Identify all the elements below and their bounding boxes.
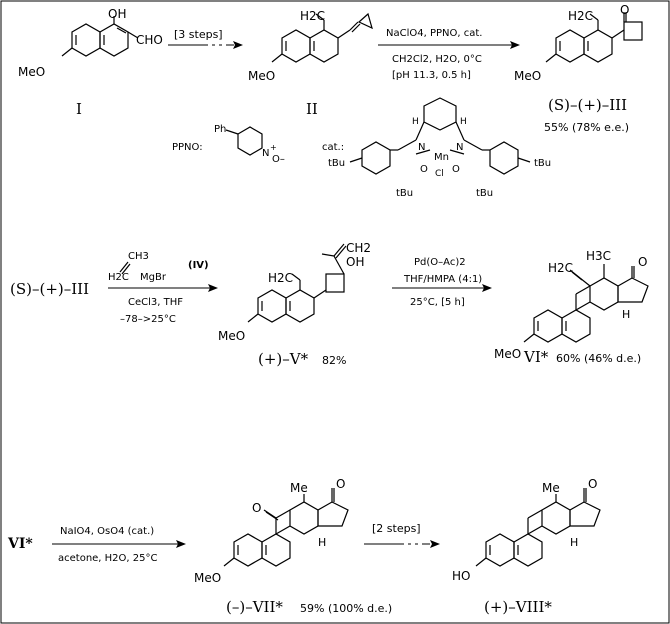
compound-III: H2C O MeO (S)–(+)–III 55% (78% e.e.)	[514, 3, 643, 134]
ppno-phenyl: Ph	[214, 124, 226, 135]
exo-methylene-label: H2C	[548, 261, 573, 275]
reagent-line-3: [pH 11.3, 0.5 h]	[392, 70, 471, 81]
methoxy-label: MeO	[494, 347, 521, 361]
cat-o-right: O	[452, 164, 460, 175]
start-compound-III: (S)–(+)–III	[10, 280, 89, 298]
reagent-steps: [3 steps]	[174, 28, 223, 41]
compound-VIII: Me O H HO (+)–VIII*	[452, 477, 601, 616]
reagent-line-1: NaClO4, PPNO, cat.	[386, 28, 482, 39]
compound-label: (–)–VII*	[226, 598, 283, 616]
ppno-plus: +	[270, 143, 277, 152]
vinyl-label: H2C	[568, 9, 593, 23]
cat-tbu-1: tBu	[328, 158, 345, 169]
cat-chloride: Cl	[435, 169, 444, 179]
catalyst-structure: cat.: H H N N Mn Cl O O tBu tBu tBu tBu	[322, 97, 551, 199]
vinyl-label: H2C	[300, 9, 325, 23]
cat-h-left: H	[412, 117, 419, 127]
oh-label: OH	[108, 7, 126, 21]
ppno-structure: PPNO: Ph N + O–	[172, 124, 285, 165]
reaction-arrow-2: NaClO4, PPNO, cat. CH2Cl2, H2O, 0°C [pH …	[378, 28, 520, 81]
cat-tbu-4: tBu	[534, 158, 551, 169]
reagent-line-3: 25°C, [5 h]	[410, 297, 465, 308]
reaction-arrow-3: CH3 H2C MgBr (IV) CeCl3, THF –78–>25°C	[108, 251, 218, 325]
reaction-arrow-5: NaIO4, OsO4 (cat.) acetone, H2O, 25°C	[52, 526, 186, 564]
ketone-oxygen: O	[620, 3, 629, 17]
reagent-line-2: THF/HMPA (4:1)	[403, 274, 482, 285]
compound-label: (S)–(+)–III	[548, 96, 627, 114]
catalyst-label: cat.:	[322, 142, 344, 153]
c11-ketone-oxygen: O	[252, 501, 261, 515]
start-compound-VI: VI*	[7, 536, 33, 552]
c17-ketone-oxygen: O	[336, 477, 345, 491]
yield-label: 59% (100% d.e.)	[300, 602, 392, 615]
methyl-label: H3C	[586, 249, 611, 263]
ppno-label: PPNO:	[172, 142, 203, 153]
compound-label: II	[306, 100, 318, 118]
yield-label: 82%	[322, 354, 346, 367]
cat-h-right: H	[460, 117, 467, 127]
reagent-line-3: –78–>25°C	[120, 314, 176, 325]
compound-VI: H3C H2C O H MeO VI* 60% (46% d.e.)	[494, 249, 649, 366]
methoxy-label: MeO	[248, 69, 275, 83]
cat-n-left: N	[418, 142, 425, 153]
reagent-line-1: Pd(O–Ac)2	[414, 257, 466, 268]
reaction-arrow-1: [3 steps]	[168, 28, 243, 49]
hydroxyl-label: HO	[452, 569, 470, 583]
hydroxyl-label: OH	[346, 255, 364, 269]
hydrogen-label: H	[622, 308, 630, 321]
reaction-arrow-6: [2 steps]	[364, 522, 440, 548]
reaction-arrow-4: Pd(O–Ac)2 THF/HMPA (4:1) 25°C, [5 h]	[392, 257, 492, 308]
reagent-line-2: CH2Cl2, H2O, 0°C	[392, 54, 482, 65]
grignard-mgbr: MgBr	[140, 272, 167, 283]
hydrogen-label: H	[318, 536, 326, 549]
ppno-oxide: O–	[272, 154, 285, 165]
grignard-methyl: CH3	[128, 251, 149, 262]
yield-label: 60% (46% d.e.)	[556, 352, 641, 365]
reagent-line-1: NaIO4, OsO4 (cat.)	[60, 526, 154, 537]
compound-label: (+)–V*	[258, 350, 309, 368]
reagent-line-2: acetone, H2O, 25°C	[58, 553, 158, 564]
reagent-line-2: CeCl3, THF	[128, 297, 183, 308]
ppno-nitrogen: N	[262, 148, 269, 159]
grignard-methylene: H2C	[108, 272, 129, 283]
compound-II: H2C MeO II	[248, 9, 373, 118]
ketone-oxygen: O	[638, 255, 647, 269]
methoxy-label: MeO	[18, 65, 45, 79]
isopropenyl-label: CH2	[346, 241, 371, 255]
methoxy-label: MeO	[194, 571, 221, 585]
cat-tbu-3: tBu	[476, 188, 493, 199]
hydrogen-label: H	[570, 536, 578, 549]
methyl-label: Me	[290, 481, 308, 495]
cho-label: CHO	[136, 33, 163, 47]
compound-label: I	[76, 100, 82, 118]
reagent-steps: [2 steps]	[372, 522, 421, 535]
compound-VII: Me O O H MeO (–)–VII* 59% (100% d.e.)	[194, 477, 392, 616]
methyl-label: Me	[542, 481, 560, 495]
compound-I: OH CHO MeO I	[18, 7, 163, 118]
vinyl-label: H2C	[268, 271, 293, 285]
compound-V: H2C OH CH2 MeO (+)–V* 82%	[218, 241, 371, 368]
methoxy-label: MeO	[218, 329, 245, 343]
cat-o-left: O	[420, 164, 428, 175]
methoxy-label: MeO	[514, 69, 541, 83]
cat-tbu-2: tBu	[396, 188, 413, 199]
compound-label: (+)–VIII*	[484, 598, 552, 616]
compound-label: VI*	[523, 348, 549, 366]
yield-label: 55% (78% e.e.)	[544, 121, 629, 134]
ketone-oxygen: O	[588, 477, 597, 491]
cat-manganese: Mn	[434, 152, 449, 163]
cat-n-right: N	[456, 142, 463, 153]
reagent-IV-label: (IV)	[188, 260, 209, 271]
